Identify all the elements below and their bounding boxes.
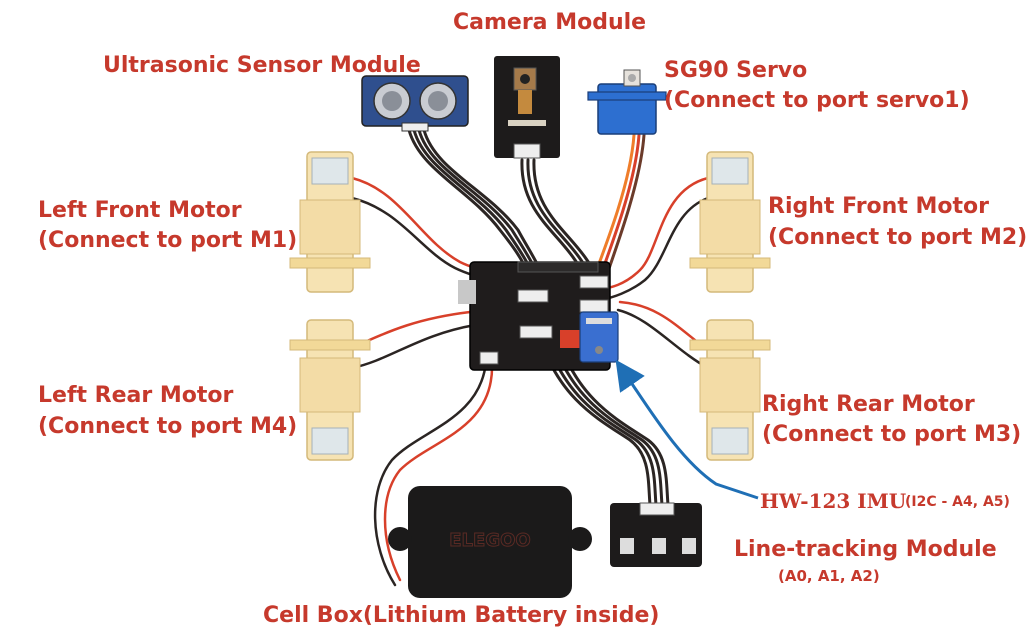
ultrasonic-label: Ultrasonic Sensor Module [103,53,421,78]
line-tracking-cable [538,336,652,507]
camera-label: Camera Module [453,10,647,35]
line-tracking-pins: (A0, A1, A2) [778,567,880,585]
right-front-motor-wire-red [596,176,710,292]
right-front-title: Right Front Motor [768,194,989,219]
battery-logo: ELEGOO [449,530,530,551]
right-front-port: (Connect to port M2) [768,225,1028,250]
imu-pointer-arrow [615,359,759,500]
left-rear-title: Left Rear Motor [38,383,234,408]
servo-port: (Connect to port servo1) [664,88,970,113]
cell-box: ELEGOO [388,486,592,598]
cell-box-label: Cell Box(Lithium Battery inside) [263,603,660,628]
line-tracking-label: Line-tracking Module [734,537,997,562]
camera-module [494,56,560,159]
battery-wire-red [383,360,494,582]
left-front-title: Left Front Motor [38,198,242,223]
left-front-motor [289,151,371,293]
imu-pins: (I2C - A4, A5) [905,494,1010,510]
left-front-port: (Connect to port M1) [38,228,298,253]
battery-wire-black [373,360,488,587]
wires [350,128,710,587]
ultrasonic-sensor [361,75,469,132]
hw123-imu [579,311,619,363]
left-rear-port: (Connect to port M4) [38,414,298,439]
right-rear-title: Right Rear Motor [762,392,975,417]
main-controller-board [458,261,611,371]
sg90-servo [587,69,667,135]
right-rear-port: (Connect to port M3) [762,422,1022,447]
line-tracking-module [610,502,702,567]
right-front-motor [689,151,771,293]
imu-title: HW-123 IMU [760,489,907,513]
servo-title: SG90 Servo [664,58,808,83]
left-rear-motor [289,319,371,461]
right-rear-motor [689,319,771,461]
